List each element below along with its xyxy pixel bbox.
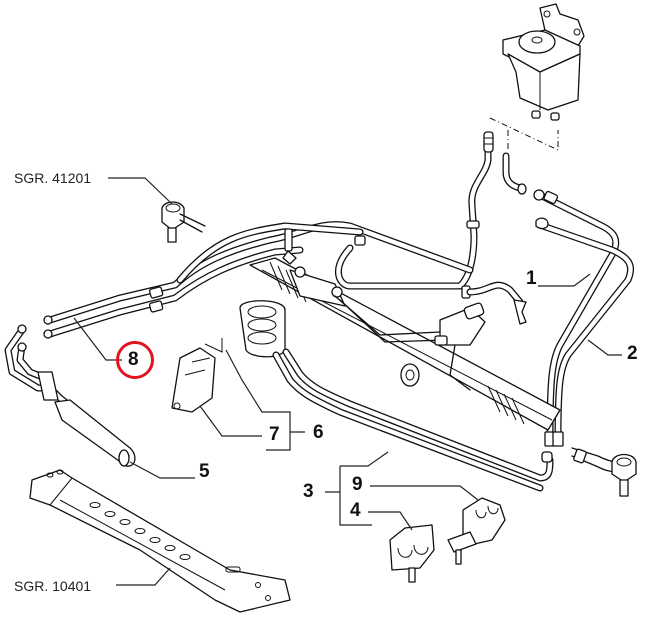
pipe-2 — [535, 217, 635, 447]
leader-5 — [129, 461, 195, 479]
callout-2: 2 — [627, 343, 638, 364]
callout-9: 9 — [352, 474, 363, 495]
leader-2 — [587, 339, 622, 356]
leader-9 — [370, 485, 479, 501]
leader-lines — [73, 177, 622, 586]
callout-1: 1 — [526, 268, 537, 289]
leader-ref-bottom — [116, 567, 171, 586]
cooler-pipe — [4, 324, 136, 467]
tie-rod-end-left — [161, 201, 206, 243]
bracket-3 — [325, 451, 389, 526]
crossmember — [29, 469, 291, 613]
double-clip — [389, 524, 435, 583]
leader-6 — [225, 349, 305, 451]
callout-4: 4 — [350, 500, 361, 521]
leader-4 — [368, 511, 413, 531]
highlight-ring — [116, 341, 154, 379]
crossmember-slots — [89, 502, 191, 560]
clip-with-bracket — [447, 497, 506, 565]
callout-5: 5 — [199, 461, 210, 482]
oil-cooler-coil — [239, 300, 554, 492]
callout-7: 7 — [269, 424, 280, 445]
callout-8: 8 — [128, 349, 139, 370]
reference-label-bottom: SGR. 10401 — [14, 578, 92, 594]
reservoir — [502, 3, 585, 121]
bracket — [171, 338, 223, 413]
callout-3: 3 — [303, 481, 314, 502]
callout-6: 6 — [313, 422, 324, 443]
leader-ref-top — [108, 177, 173, 205]
leader-1 — [538, 273, 591, 287]
reference-label-top: SGR. 41201 — [14, 170, 92, 186]
assembly-line — [489, 117, 559, 151]
tie-rod-end-right — [571, 447, 637, 497]
return-hose — [335, 131, 527, 325]
reservoir-elbow-hose — [502, 152, 527, 195]
steering-rack — [249, 257, 561, 431]
pressure-hose-bundle — [43, 221, 474, 339]
leader-7 — [199, 405, 262, 437]
